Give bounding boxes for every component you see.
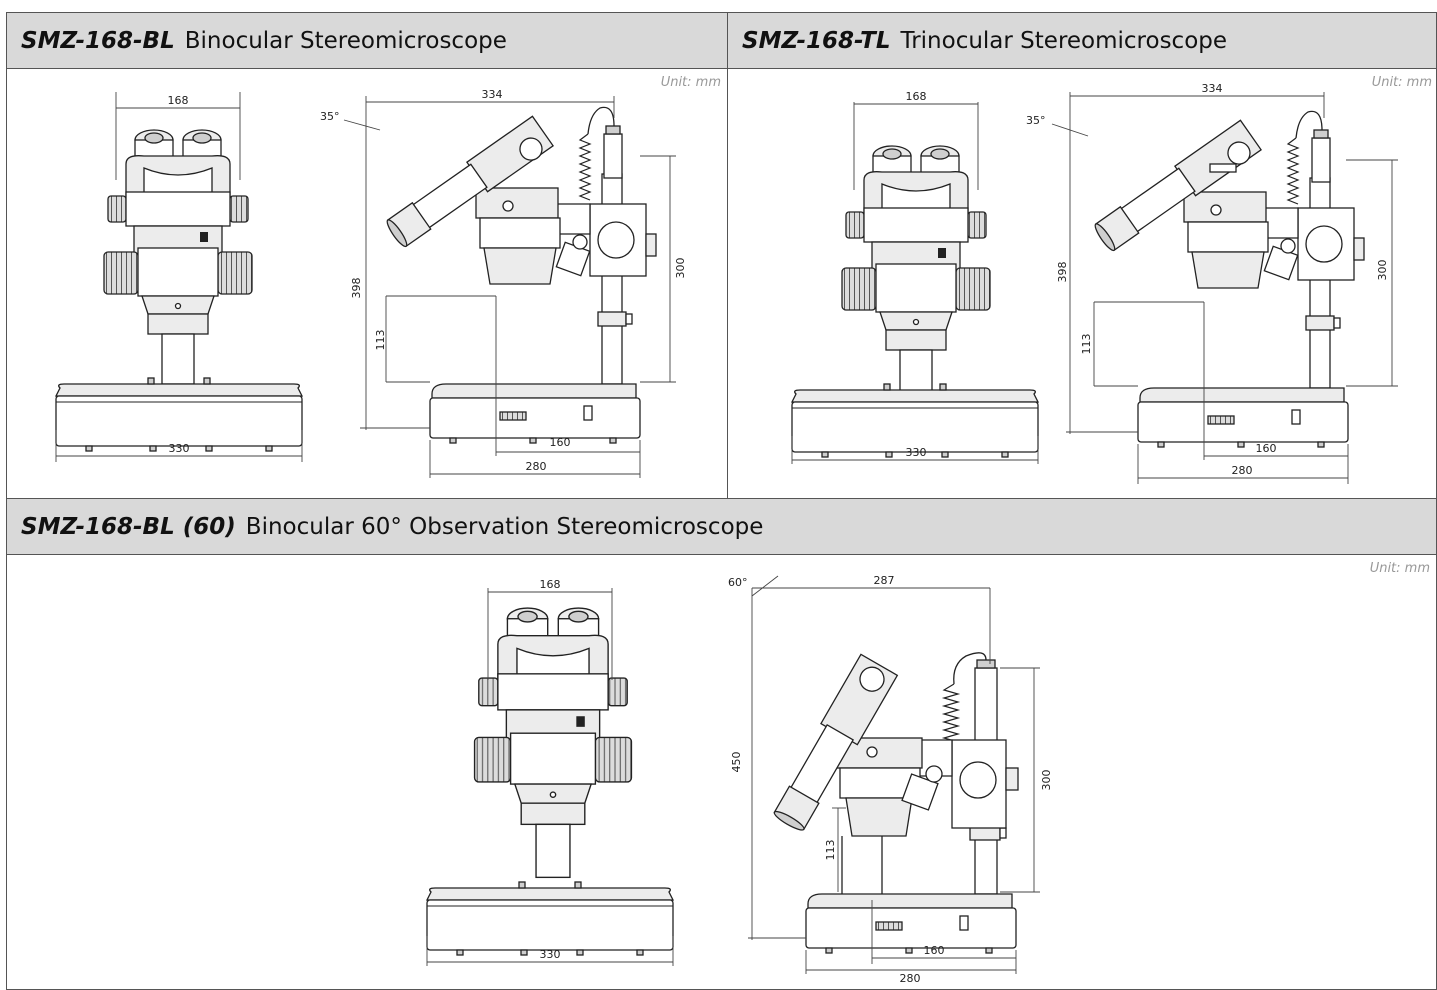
dim-width: 168	[906, 90, 927, 103]
dim-pillar-height: 300	[674, 258, 687, 279]
dim-angle: 35°	[1026, 114, 1046, 127]
panel-header: SMZ-168-BL Binocular Stereomicroscope	[7, 13, 727, 69]
dim-total-height: 398	[1056, 262, 1069, 283]
model-name: SMZ-168-BL (60)	[21, 513, 236, 540]
model-title: Binocular Stereomicroscope	[184, 27, 507, 54]
panel3-side-view	[748, 575, 1040, 974]
dim-angle: 60°	[728, 576, 748, 589]
dim-depth-top: 334	[482, 88, 503, 101]
dim-stage-height: 113	[824, 840, 837, 861]
dim-base-inner: 160	[924, 944, 945, 957]
dim-base-width: 330	[906, 446, 927, 459]
model-title: Trinocular Stereomicroscope	[900, 27, 1228, 54]
dim-base-width: 330	[169, 442, 190, 455]
dim-width: 168	[540, 578, 561, 591]
dim-base-depth: 280	[1232, 464, 1253, 477]
panel1-side-view	[343, 96, 676, 478]
panel-header: SMZ-168-BL (60) Binocular 60° Observatio…	[7, 499, 1436, 555]
unit-label: Unit: mm	[1371, 75, 1432, 90]
dim-total-height: 450	[730, 752, 743, 773]
dim-pillar-height: 300	[1376, 260, 1389, 281]
model-title: Binocular 60° Observation Stereomicrosco…	[245, 513, 764, 540]
dim-pillar-height: 300	[1040, 770, 1053, 791]
dim-base-inner: 160	[550, 436, 571, 449]
dim-stage-height: 113	[1080, 334, 1093, 355]
unit-label: Unit: mm	[1369, 561, 1430, 576]
panel2-front-view	[791, 102, 1039, 464]
dim-base-depth: 280	[900, 972, 921, 985]
dim-base-width: 330	[540, 948, 561, 961]
unit-label: Unit: mm	[660, 75, 721, 90]
panel3-front-view	[426, 588, 674, 966]
dim-base-inner: 160	[1256, 442, 1277, 455]
panel-header: SMZ-168-TL Trinocular Stereomicroscope	[728, 13, 1436, 69]
dim-total-height: 398	[350, 278, 363, 299]
dim-depth-top: 287	[874, 574, 895, 587]
model-name: SMZ-168-BL	[21, 27, 175, 54]
dim-stage-height: 113	[374, 330, 387, 351]
panel1-front-view	[55, 92, 303, 462]
model-name: SMZ-168-TL	[742, 27, 891, 54]
panel-smz-168-bl-60: SMZ-168-BL (60) Binocular 60° Observatio…	[6, 498, 1437, 990]
panel2-side-view	[1051, 92, 1398, 484]
dim-width: 168	[168, 94, 189, 107]
dim-base-depth: 280	[526, 460, 547, 473]
dim-depth-top: 334	[1202, 82, 1223, 95]
dim-angle: 35°	[320, 110, 340, 123]
